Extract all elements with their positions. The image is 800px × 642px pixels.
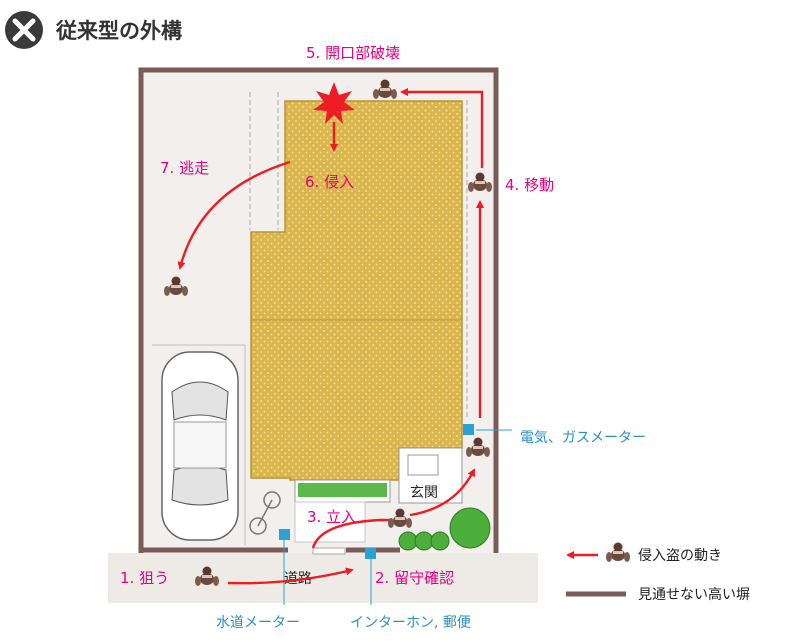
intercom-mailbox-icon: [365, 548, 376, 559]
bicycle-icon: [249, 491, 281, 535]
car-icon: [161, 351, 239, 541]
break-in-burst-icon: [313, 82, 355, 124]
road: [108, 553, 538, 603]
page-title: 従来型の外構: [55, 19, 182, 43]
legend-burglar-label: 侵入盗の動き: [638, 547, 722, 564]
water-meter-icon: [279, 529, 290, 540]
high-wall: [138, 67, 499, 553]
step-4-label: 4. 移動: [505, 176, 554, 194]
step-6-label: 6. 侵入: [305, 173, 354, 191]
step-3-label: 3. 立入: [307, 508, 356, 526]
gate: [312, 547, 346, 555]
house-footprint: [250, 100, 463, 481]
hedge-planter: [298, 483, 387, 497]
utility-meter-label: 電気、ガスメーター: [520, 430, 646, 446]
intercom-label: インターホン, 郵便: [350, 615, 471, 631]
utility-meter-icon: [463, 424, 474, 435]
step-5-label: 5. 開口部破壊: [306, 44, 400, 62]
burglar-path: [177, 88, 484, 585]
water-meter-label: 水道メーター: [216, 615, 300, 631]
legend-wall-label: 見通せない高い塀: [638, 586, 750, 603]
step-7-label: 7. 逃走: [160, 159, 209, 177]
entrance-label: 玄関: [410, 484, 438, 501]
step-2-label: 2. 留守確認: [375, 569, 454, 587]
burglar-icon: [606, 542, 630, 562]
garden-shrubs: [398, 507, 491, 551]
step-1-label: 1. 狙う: [120, 569, 169, 587]
entrance-area: 玄関: [294, 447, 463, 543]
legend: 侵入盗の動き 見通せない高い塀: [566, 542, 750, 603]
title-group: 従来型の外構: [5, 11, 182, 49]
